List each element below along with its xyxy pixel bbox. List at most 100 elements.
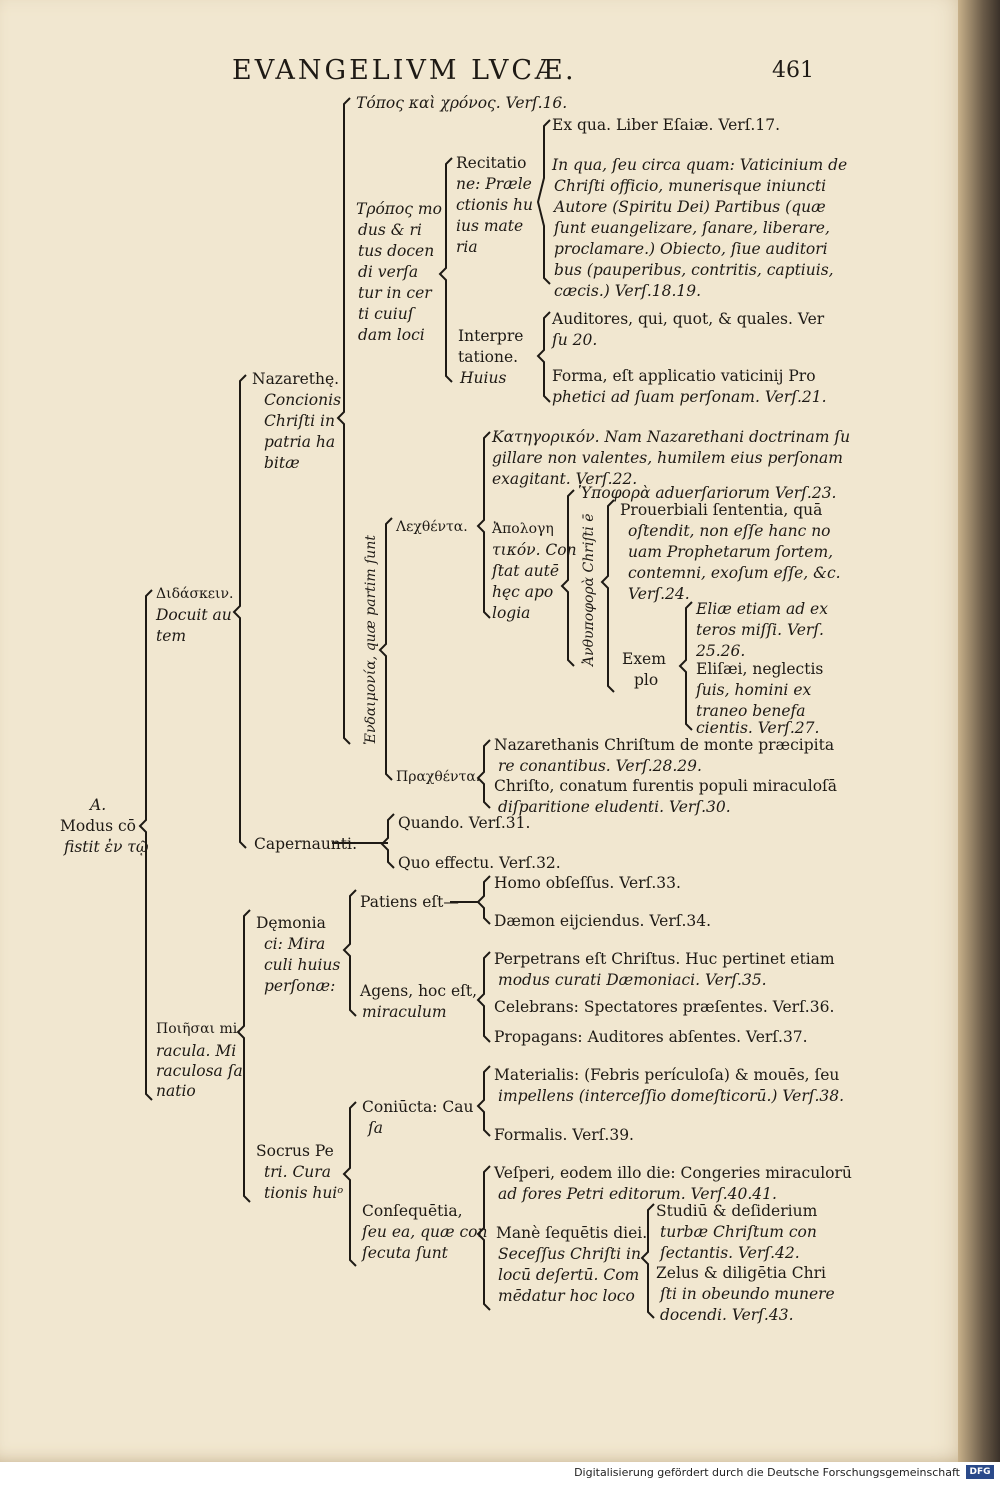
patiens-line: Patiens eſt— (360, 893, 459, 911)
homo-line: Homo obſeſſus. Verſ.33. (494, 874, 681, 892)
zelus-line-3: docendi. Verſ.43. (660, 1306, 794, 1324)
inqua-line-4: ſunt euangelizare, ſanare, liberare, (554, 219, 830, 237)
consequentia-line-2: ſeu ea, quæ con (362, 1223, 488, 1241)
prouerbiali-line-3: uam Prophetarum ſortem, (628, 543, 834, 561)
nazarethe-line-1: Nazarethę. (252, 370, 340, 388)
didaskein-line-3: tem (156, 627, 187, 645)
recitatione-line-4: ius mate (456, 217, 524, 235)
elisei-line-2: ſuis, homini ex (696, 681, 812, 699)
celebrans-line: Celebrans: Spectatores præſentes. Verſ.3… (494, 998, 835, 1016)
demoniaci-line-3: culi huius (264, 956, 341, 974)
nazarethanis-line-1: Nazarethanis Chriſtum de monte præcipita (494, 736, 835, 754)
hypophora-line: Ὑποφορὰ aduerſariorum Verſ.23. (578, 484, 837, 502)
root-line-1: Modus cō (60, 817, 137, 835)
perpetrans-line-2: modus curati Dæmoniaci. Verſ.35. (498, 971, 767, 989)
auditores-line-1: Auditores, qui, quot, & quales. Ver (552, 310, 825, 328)
recitatione-line-3: ctionis hu (456, 196, 533, 214)
didaskein-line-1: Διδάσκειν. (156, 586, 234, 602)
nazarethe-line-4: patria ha (264, 433, 336, 451)
perpetrans-line-1: Perpetrans eſt Chriſtus. Huc pertinet et… (494, 950, 835, 968)
mane-line-2: Seceſſus Chriſti in (498, 1245, 641, 1263)
page-number: 461 (772, 58, 814, 83)
nazarethe-line-3: Chriſti in (264, 412, 335, 430)
apologia-line-5: logia (492, 604, 531, 622)
studiu-line-3: ſectantis. Verſ.42. (660, 1244, 800, 1262)
tropos-line-7: dam loci (358, 326, 425, 344)
elisei-line-4: cientis. Verſ.27. (696, 719, 820, 737)
vesperi-line-2: ad fores Petri editorum. Verſ.40.41. (498, 1185, 777, 1203)
socrus-line-2: tri. Cura (264, 1163, 331, 1181)
materialis-line-2: impellens (interceſſio domeſticorū.) Ver… (498, 1087, 845, 1105)
mane-line-3: locū deſertū. Com (498, 1266, 640, 1284)
inqua-line-2: Chriſti officio, munerisque iniuncti (554, 177, 827, 195)
coniuncta-line-1: Coniūcta: Cau (362, 1098, 474, 1116)
nazarethanis-line-2: re conantibus. Verſ.28.29. (498, 757, 702, 775)
tropos-line-6: ti cuiuſ (358, 305, 414, 323)
recitatione-line-5: ria (456, 238, 478, 256)
poiesai-line-2: racula. Mi (156, 1042, 237, 1060)
demoniaci-line-2: ci: Mira (264, 935, 326, 953)
inqua-line-7: cæcis.) Verſ.18.19. (554, 282, 702, 300)
coniuncta-line-2: ſa (368, 1119, 383, 1137)
consequentia-line-3: ſecuta ſunt (362, 1244, 448, 1262)
poiesai-line-4: natio (156, 1082, 196, 1100)
recitatione-line-1: Recitatio (456, 154, 527, 172)
agens-line-2: miraculum (362, 1003, 447, 1021)
footer-bar (0, 1462, 1000, 1485)
elie-line-1: Eliæ etiam ad ex (696, 600, 828, 618)
dfg-logo: DFG (966, 1465, 994, 1479)
zelus-line-1: Zelus & diligētia Chri (656, 1264, 826, 1282)
vesperi-line-1: Veſperi, eodem illo die: Congeries mirac… (494, 1164, 852, 1182)
materialis-line-1: Materialis: (Febris perículoſa) & mouēs,… (494, 1066, 840, 1084)
interpretatione-line-3: Huius (460, 369, 507, 387)
mane-line-1: Manè ſequētis diei. (496, 1224, 648, 1242)
prouerbiali-line-5: Verſ.24. (628, 585, 690, 603)
capernaunti-label: Capernaunti: (254, 835, 358, 853)
running-head: EVANGELIVM LVCÆ. (232, 55, 577, 86)
tropos-line-2: dus & ri (358, 221, 422, 239)
propagans-line: Propagans: Auditores abſentes. Verſ.37. (494, 1028, 808, 1046)
socrus-line-1: Socrus Pe (256, 1142, 334, 1160)
poiesai-line-1: Ποιῆσαι mi (156, 1021, 238, 1037)
exemplo-line-1: Exem (622, 650, 666, 668)
elisei-line-1: Eliſæi, neglectis (696, 660, 824, 678)
quando-line: Quando. Verſ.31. (398, 814, 531, 832)
consequentia-line-1: Conſequētia, (362, 1202, 463, 1220)
demoniaci-line-1: Dęmonia (256, 914, 326, 932)
forma-line-2: phetici ad ſuam perſonam. Verſ.21. (552, 388, 827, 406)
topos-line: Τόπος καὶ χρόνος. Verſ.16. (356, 94, 568, 112)
formalis-line: Formalis. Verſ.39. (494, 1126, 634, 1144)
footer-credit: Digitalisierung gefördert durch die Deut… (574, 1466, 960, 1479)
demoniaci-line-4: perſonæ: (264, 977, 336, 995)
interpretatione-line-1: Interpre (458, 327, 524, 345)
prouerbiali-line-2: oſtendit, non eſſe hanc no (628, 522, 831, 540)
root-line-2: fistit ἐν τῷ (64, 838, 149, 856)
root-letter: A. (90, 796, 107, 814)
page-edge (958, 0, 1000, 1462)
christo-line-2: diſparitione eludenti. Verſ.30. (498, 798, 731, 816)
daemon-line: Dæmon eijciendus. Verſ.34. (494, 912, 712, 930)
inqua-line-3: Autore (Spiritu Dei) Partibus (quæ (554, 198, 826, 216)
anthypophora-vertical: Ἀνθυποφορὰ Chriſti ē (581, 513, 597, 666)
tropos-line-4: di verſa (358, 263, 419, 281)
inqua-line-6: bus (pauperibus, contritis, captiuis, (554, 261, 834, 279)
elie-line-3: 25.26. (696, 642, 746, 660)
nazarethe-line-2: Concionis (264, 391, 342, 409)
quo-line: Quo effectu. Verſ.32. (398, 854, 561, 872)
prachthenta-label: Πραχθέντα. (396, 769, 481, 785)
mane-line-4: mēdatur hoc loco (498, 1287, 635, 1305)
apologia-line-2: τικόν. Con (492, 541, 577, 559)
interpretatione-line-2: tatione. (458, 348, 519, 366)
elisei-line-3: traneo benefa (696, 702, 806, 720)
poiesai-line-3: raculosa ſa (156, 1062, 243, 1080)
christo-line-1: Chriſto, conatum furentis populi miracul… (494, 777, 838, 795)
exemplo-line-2: plo (634, 671, 659, 689)
katego-line-1: Κατηγορικόν. Nam Nazarethani doctrinam ſ… (492, 428, 851, 446)
inqua-line-1: In qua, ſeu circa quam: Vaticinium de (552, 156, 848, 174)
tropos-line-5: tur in cer (358, 284, 432, 302)
apologia-line-1: Ἀπολογη (492, 521, 554, 537)
nazarethe-line-5: bitæ (264, 454, 300, 472)
tropos-line-3: tus docen (358, 242, 435, 260)
auditores-line-2: ſu 20. (552, 331, 598, 349)
